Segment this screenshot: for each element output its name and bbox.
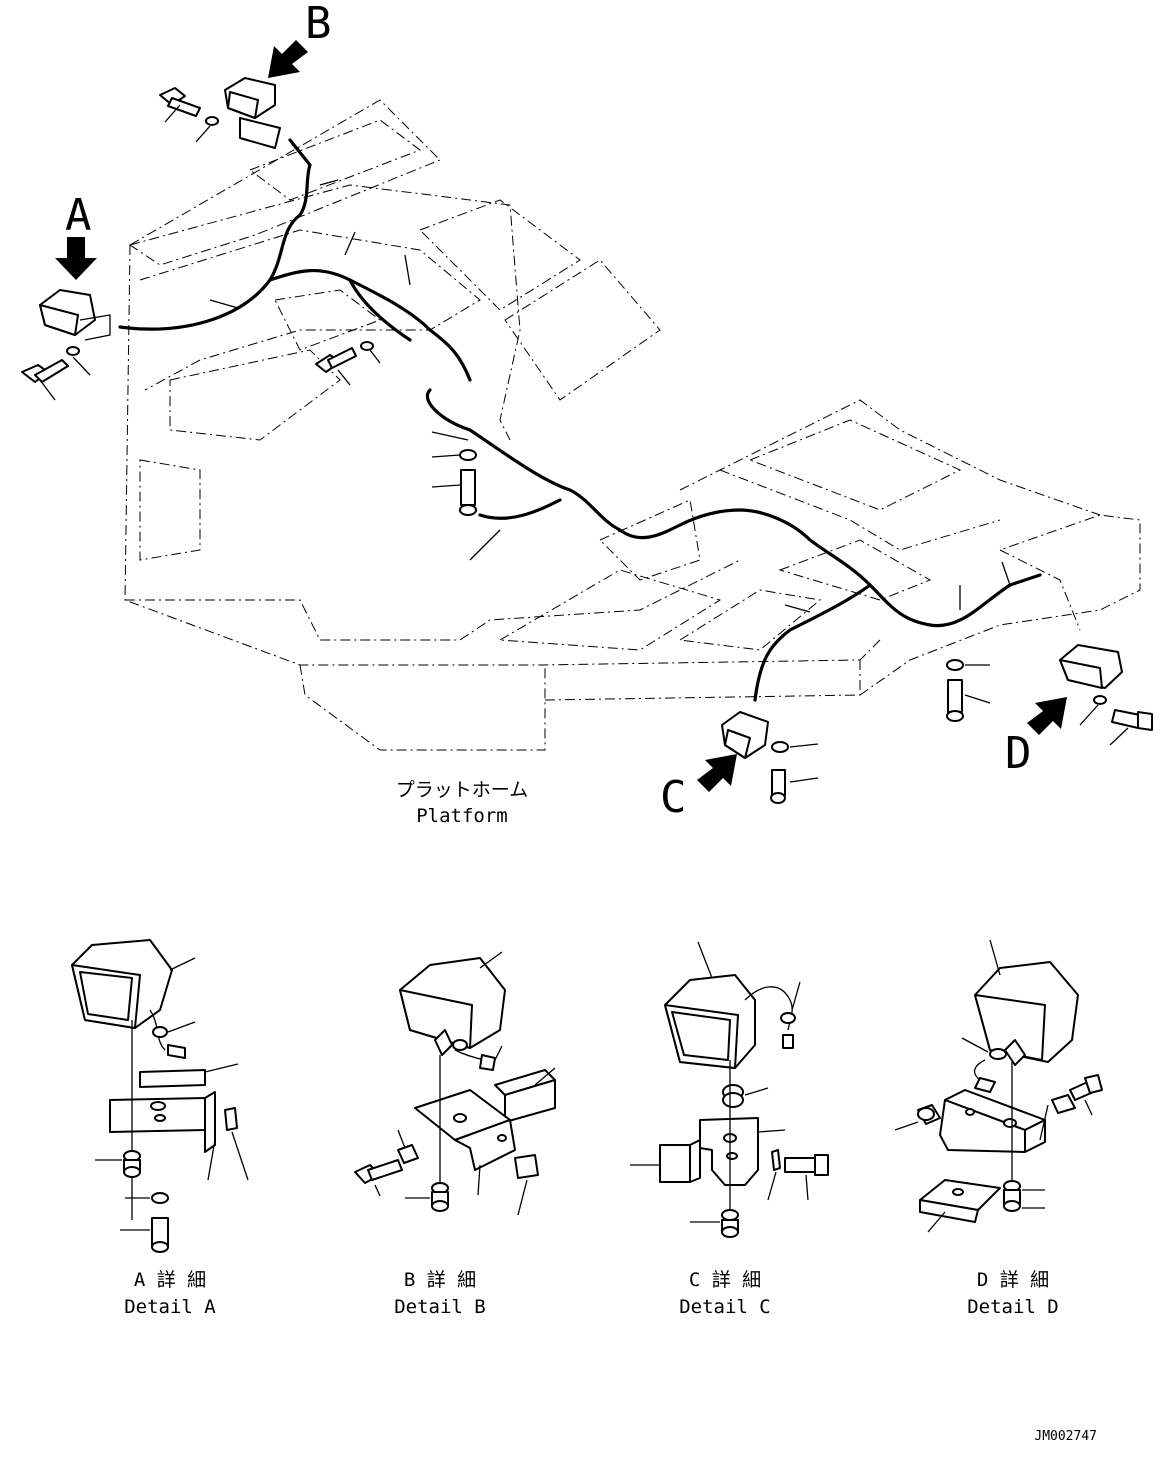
detail-d-drawing (894, 939, 1103, 1233)
detail-c-drawing (630, 941, 829, 1238)
callout-label-a: A (65, 190, 92, 241)
lamp-b-assembly (159, 77, 281, 149)
detail-c-label-jp: C 詳 細 (689, 1269, 761, 1291)
callout-label-b: B (305, 0, 332, 49)
detail-c-label-en: Detail C (679, 1296, 771, 1318)
platform-label-jp: プラットホーム (396, 779, 528, 801)
detail-d-label-en: Detail D (967, 1296, 1059, 1318)
callout-label-d: D (1005, 728, 1032, 779)
detail-a-label-jp: A 詳 細 (134, 1269, 206, 1291)
platform-frame (124, 99, 1141, 751)
drawing-id: JM002747 (1034, 1429, 1097, 1444)
callout-label-c: C (660, 772, 687, 823)
detail-b-label-en: Detail B (394, 1296, 486, 1318)
wire-harness (118, 138, 1042, 702)
lamp-d-assembly (946, 644, 1153, 746)
lamp-a-assembly (21, 289, 111, 401)
detail-a-drawing (71, 939, 249, 1253)
callout-arrow-c (697, 754, 737, 792)
callout-arrow-a (55, 237, 97, 280)
platform-label-en: Platform (416, 805, 508, 827)
detail-b-label-jp: B 詳 細 (404, 1269, 476, 1291)
detail-b-drawing (354, 951, 556, 1216)
main-view-fasteners (209, 179, 1011, 613)
callout-arrow-b (268, 40, 308, 78)
detail-a-label-en: Detail A (124, 1296, 216, 1318)
callout-arrow-d (1027, 697, 1067, 735)
lamp-c-assembly (721, 711, 819, 804)
detail-d-label-jp: D 詳 細 (977, 1269, 1049, 1291)
